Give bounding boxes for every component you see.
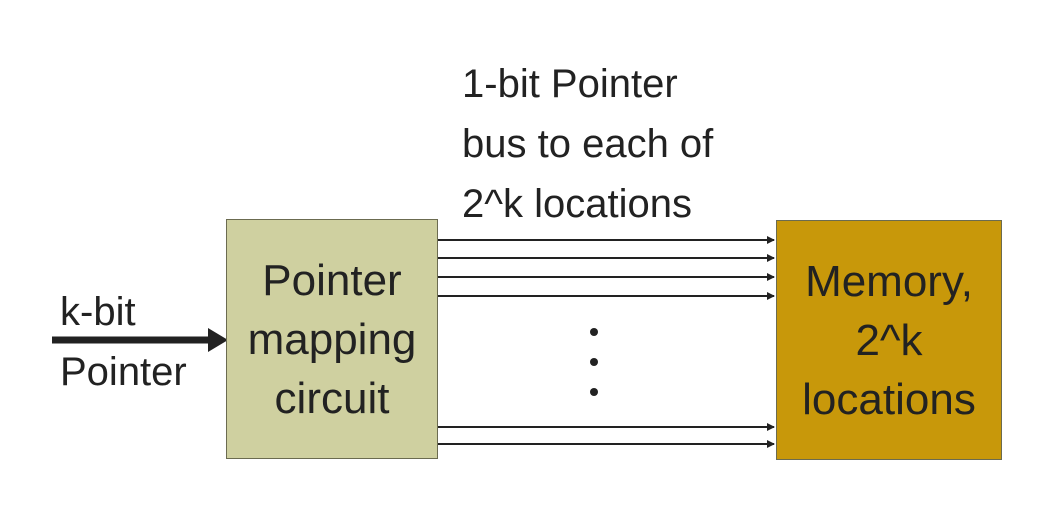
ellipsis-dot — [590, 328, 598, 336]
memory-line1: Memory, — [805, 256, 973, 306]
input-label-line1: k-bit — [60, 290, 136, 334]
memory-line3: locations — [802, 374, 976, 424]
bus-label-line3: 2^k locations — [462, 182, 692, 226]
ellipsis-dot — [590, 358, 598, 366]
input-label-line2: Pointer — [60, 350, 187, 394]
mapper-line1: Pointer — [262, 255, 402, 305]
ellipsis-dot — [590, 388, 598, 396]
mapper-line3: circuit — [274, 373, 390, 423]
mapper-line2: mapping — [247, 314, 417, 364]
bus-label-line2: bus to each of — [462, 122, 714, 166]
input-arrow-head — [208, 328, 228, 352]
pointer-mapping-box: Pointer mapping circuit — [226, 219, 438, 459]
bus-label-line1: 1-bit Pointer — [462, 62, 678, 106]
memory-line2: 2^k — [855, 315, 923, 365]
memory-box: Memory, 2^k locations — [776, 220, 1002, 460]
